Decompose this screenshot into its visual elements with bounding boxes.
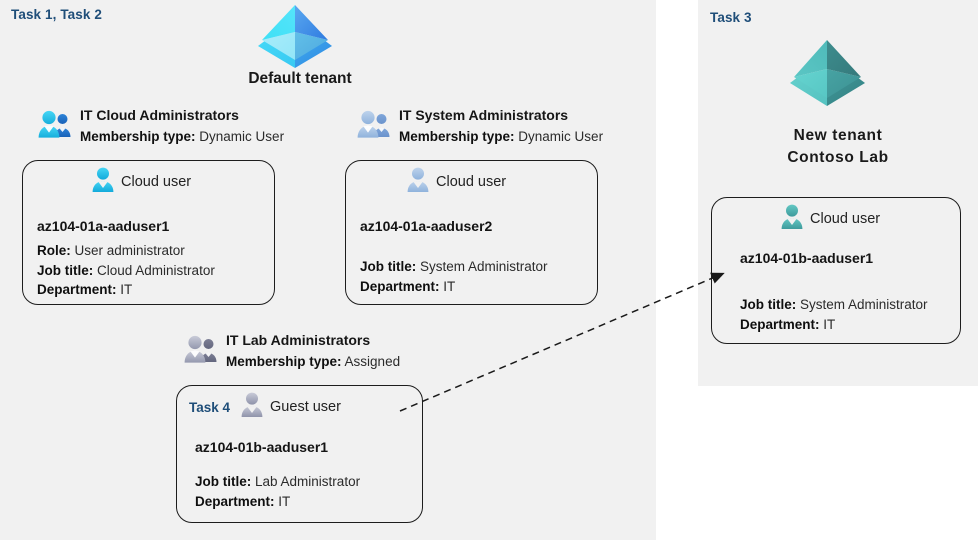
new-tenant-line2: Contoso Lab <box>787 149 889 166</box>
group-name: IT System Administrators <box>399 107 569 123</box>
membership-type-label: Membership type: <box>226 354 342 369</box>
attribute-value: System Administrator <box>800 297 928 312</box>
user-card[interactable]: Task 4 Guest user az104-01b-aaduser1 <box>176 385 423 523</box>
group-membership: Membership type: Assigned <box>226 352 400 372</box>
user-card[interactable]: Cloud user az104-01b-aaduser1 Job title:… <box>711 197 961 344</box>
user-type-label: Cloud user <box>121 174 192 190</box>
user-attributes: Role: User administrator Job title: Clou… <box>37 241 215 300</box>
user-type-label: Cloud user <box>436 174 507 190</box>
group-users-icon <box>184 335 218 368</box>
attribute-value: Cloud Administrator <box>97 262 215 278</box>
group-name: IT Cloud Administrators <box>80 107 239 123</box>
attribute-row: Department: IT <box>195 492 360 512</box>
group-membership: Membership type: Dynamic User <box>399 127 603 147</box>
attribute-value: Lab Administrator <box>255 474 361 489</box>
user-name: az104-01b-aaduser1 <box>740 250 874 266</box>
default-tenant-panel <box>0 0 656 540</box>
user-name: az104-01a-aaduser1 <box>37 218 170 234</box>
guest-user-icon <box>240 392 264 422</box>
attribute-value: IT <box>120 282 133 297</box>
group-membership: Membership type: Dynamic User <box>80 127 284 147</box>
attribute-label: Job title: <box>740 297 797 312</box>
new-tenant-title: New tenant Contoso Lab <box>708 125 968 169</box>
user-name: az104-01a-aaduser2 <box>360 218 493 234</box>
attribute-value: IT <box>278 493 291 509</box>
attribute-value: User administrator <box>74 243 185 258</box>
user-card[interactable]: Cloud user az104-01a-aaduser1 Role: User… <box>22 160 275 305</box>
attribute-label: Job title: <box>360 259 417 274</box>
attribute-row: Department: IT <box>740 315 928 335</box>
membership-type-label: Membership type: <box>399 129 515 144</box>
attribute-label: Role: <box>37 243 71 258</box>
task-label-3: Task 3 <box>710 10 752 25</box>
attribute-label: Department: <box>740 316 820 332</box>
cloud-user-icon <box>780 204 804 234</box>
new-tenant-line1: New tenant <box>793 127 883 144</box>
card-header: Cloud user <box>712 198 960 234</box>
user-card[interactable]: Cloud user az104-01a-aaduser2 Job title:… <box>345 160 598 305</box>
attribute-row: Department: IT <box>37 280 215 300</box>
attribute-row: Job title: Cloud Administrator <box>37 261 215 281</box>
attribute-label: Department: <box>37 282 117 297</box>
card-header: Cloud user <box>346 161 597 197</box>
group-users-icon <box>38 110 72 143</box>
card-header: Cloud user <box>23 161 274 197</box>
user-type-label: Guest user <box>270 399 341 415</box>
attribute-label: Job title: <box>37 262 94 278</box>
user-attributes: Job title: Lab Administrator Department:… <box>195 472 360 511</box>
group-users-icon <box>357 110 391 143</box>
membership-type-value: Assigned <box>344 354 401 369</box>
user-attributes: Job title: System Administrator Departme… <box>740 295 928 334</box>
attribute-value: IT <box>443 278 456 294</box>
membership-type-value: Dynamic User <box>518 129 604 144</box>
card-header: Task 4 Guest user <box>177 386 422 422</box>
attribute-label: Department: <box>360 278 440 294</box>
cloud-user-icon <box>91 167 115 197</box>
attribute-row: Department: IT <box>360 277 548 297</box>
cloud-user-icon <box>406 167 430 197</box>
membership-type-label: Membership type: <box>80 129 196 144</box>
group-name: IT Lab Administrators <box>226 332 371 348</box>
user-attributes: Job title: System Administrator Departme… <box>360 257 548 296</box>
group-it-system-administrators[interactable]: IT System Administrators Membership type… <box>357 106 603 147</box>
azure-ad-tenant-icon <box>787 36 867 111</box>
group-it-cloud-administrators[interactable]: IT Cloud Administrators Membership type:… <box>38 106 284 147</box>
default-tenant-title: Default tenant <box>248 70 352 87</box>
group-it-lab-administrators[interactable]: IT Lab Administrators Membership type: A… <box>184 331 400 372</box>
user-name: az104-01b-aaduser1 <box>195 439 329 455</box>
task-label-4: Task 4 <box>189 399 231 415</box>
user-type-label: Cloud user <box>810 211 881 227</box>
task-label-1-2: Task 1, Task 2 <box>11 7 102 22</box>
attribute-row: Role: User administrator <box>37 241 215 261</box>
attribute-row: Job title: Lab Administrator <box>195 472 360 492</box>
attribute-row: Job title: System Administrator <box>740 295 928 315</box>
azure-ad-tenant-icon <box>256 2 334 73</box>
attribute-value: System Administrator <box>420 259 548 274</box>
attribute-label: Job title: <box>195 474 252 489</box>
attribute-value: IT <box>823 316 836 332</box>
attribute-label: Department: <box>195 493 275 509</box>
attribute-row: Job title: System Administrator <box>360 257 548 277</box>
membership-type-value: Dynamic User <box>199 129 285 144</box>
